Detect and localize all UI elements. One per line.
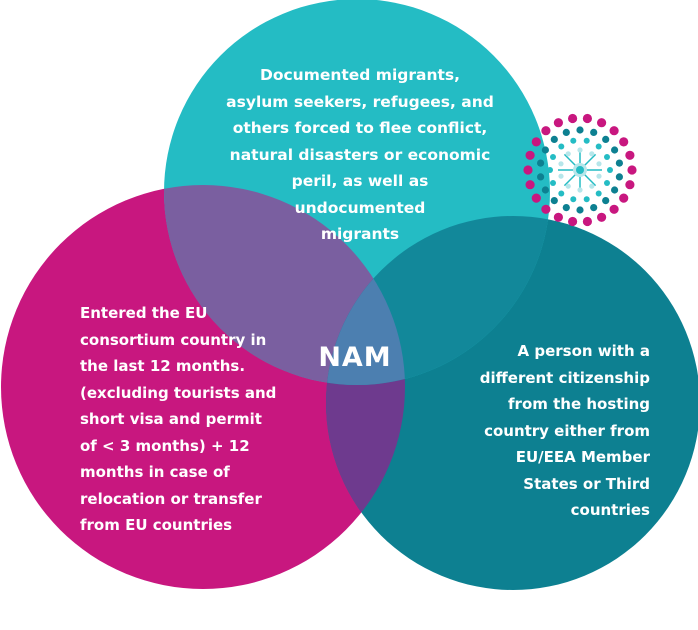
right-circle-line: country either from [484, 421, 650, 440]
top-circle-text: Documented migrants, asylum seekers, refu… [210, 62, 510, 248]
right-circle-line: from the hosting [508, 395, 650, 413]
top-circle-line: undocumented [294, 198, 426, 217]
left-circle-line: consortium country in [80, 330, 267, 349]
top-circle-line: Documented migrants, [259, 66, 461, 84]
right-circle-line: States or Third [523, 474, 650, 493]
dotted-molecule-logo-icon [523, 113, 637, 227]
left-circle-line: months in case of [80, 463, 230, 481]
top-right-overlap [326, 216, 550, 385]
left-circle-line: of < 3 months) + 12 [80, 436, 250, 455]
right-circle-text: A person with a different citizenship from… [452, 338, 650, 524]
left-circle-line: relocation or transfer [80, 489, 262, 508]
left-circle-line: Entered the EU [80, 304, 208, 322]
top-circle-line: peril, as well as [291, 172, 429, 190]
right-circle-line: A person with a [517, 342, 650, 360]
top-circle-line: others forced to flee conflict, [232, 119, 488, 137]
left-circle-text: Entered the EU consortium country in the l… [80, 300, 340, 539]
center-label: NAM [318, 342, 392, 373]
left-circle-line: from EU countries [80, 516, 233, 534]
right-circle-line: different citizenship [479, 368, 650, 387]
right-circle-line: EU/EEA Member [515, 448, 650, 466]
top-circle-line: migrants [320, 225, 400, 243]
left-circle-line: (excluding tourists and [80, 383, 277, 402]
left-circle-line: the last 12 months. [80, 357, 246, 375]
right-circle-line: countries [570, 501, 650, 519]
left-circle-line: short visa and permit [80, 410, 262, 428]
top-circle-line: asylum seekers, refugees, and [226, 92, 494, 111]
top-circle-line: natural disasters or economic [229, 145, 491, 164]
